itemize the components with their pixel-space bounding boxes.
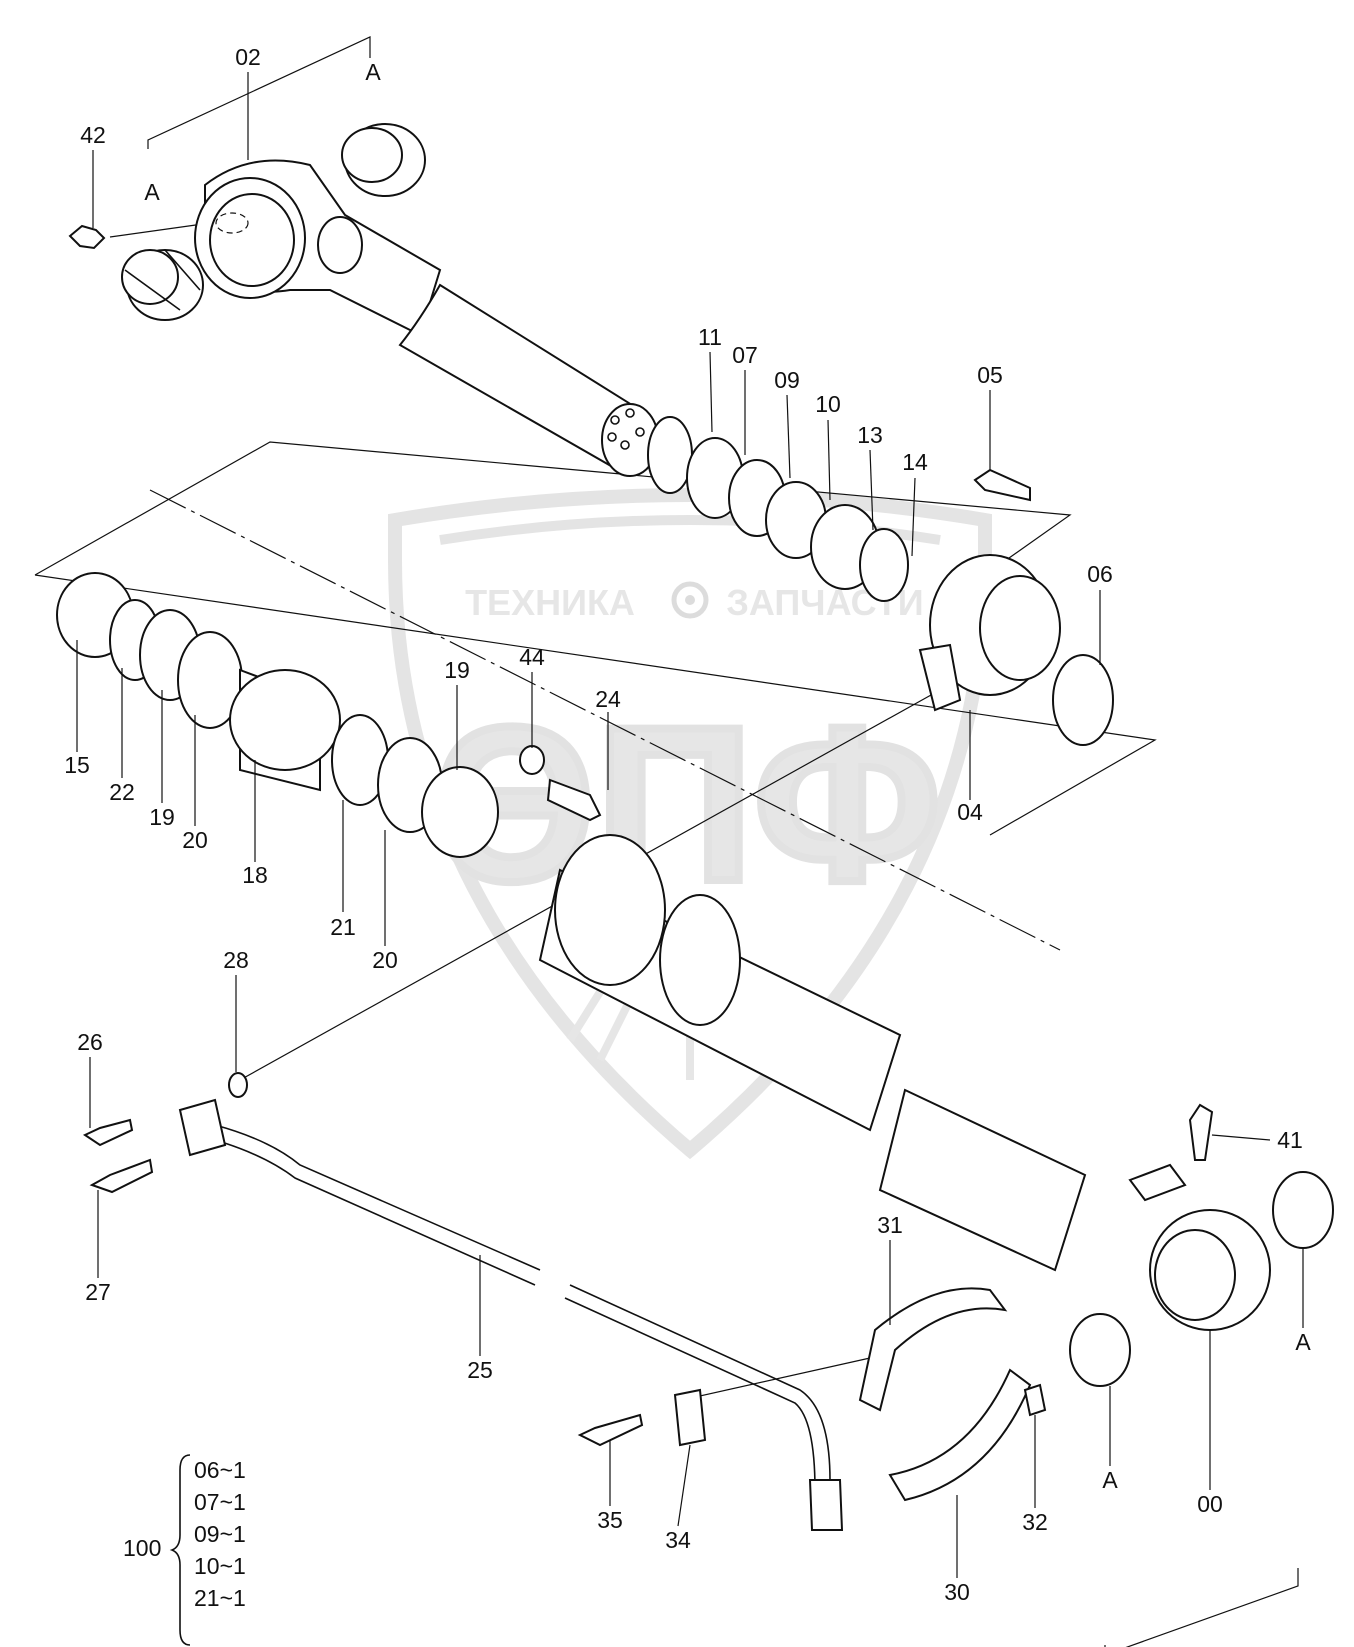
bolt-part: [546, 778, 602, 822]
o-ring-part: [1052, 654, 1114, 746]
cylinder-head-part: [918, 554, 1061, 712]
label-28: 28: [223, 947, 249, 973]
kit-number: 100: [123, 1535, 161, 1561]
label-24: 24: [595, 686, 621, 712]
label-15: 15: [64, 752, 90, 778]
label-25: 25: [467, 1357, 493, 1383]
label-19-lower: 19: [149, 804, 175, 830]
label-11: 11: [698, 324, 722, 350]
label-30: 30: [944, 1579, 970, 1605]
label-04: 04: [957, 799, 983, 825]
bushing-part: [1069, 1171, 1334, 1387]
label-31: 31: [877, 1212, 903, 1238]
label-A-bottom-right: A: [1295, 1329, 1311, 1355]
label-42: 42: [80, 122, 106, 148]
piston-group: [56, 572, 499, 858]
watermark-gear-icon: [671, 581, 709, 619]
bushing-part: [121, 249, 204, 321]
grease-nipple-part: [68, 224, 106, 250]
kit-item: 09~1: [194, 1521, 246, 1547]
label-A-top-left: A: [144, 179, 160, 205]
watermark-brand-text: ЭПФ: [439, 681, 941, 927]
label-13: 13: [857, 422, 883, 448]
cylinder-tube-part: [538, 834, 1271, 1331]
label-41: 41: [1277, 1127, 1303, 1153]
label-19-upper: 19: [444, 657, 470, 683]
label-10: 10: [815, 391, 841, 417]
label-06: 06: [1087, 561, 1113, 587]
washer-part: [519, 745, 545, 775]
label-21: 21: [330, 914, 356, 940]
label-35: 35: [597, 1507, 623, 1533]
kit-item: 06~1: [194, 1457, 246, 1483]
label-20-right: 20: [372, 947, 398, 973]
bolt-part: [82, 1118, 134, 1147]
label-20-left: 20: [182, 827, 208, 853]
part-number-labels: 02 A A 42 11 07 09 10 13 14 05 06 04 19 …: [64, 44, 1311, 1605]
label-leaders: [76, 72, 1304, 1578]
label-26: 26: [77, 1029, 103, 1055]
label-22: 22: [109, 779, 135, 805]
kit-item: 10~1: [194, 1553, 246, 1579]
bolt-part: [89, 1158, 154, 1194]
label-44: 44: [519, 644, 545, 670]
piston-rod-part: [398, 283, 659, 477]
bolt-part: [973, 468, 1031, 502]
kit-legend: 100 06~1 07~1 09~1 10~1 21~1: [123, 1454, 246, 1646]
clamp-part: [577, 1287, 1047, 1502]
seal-ring-part: [647, 416, 909, 602]
label-14: 14: [902, 449, 928, 475]
rod-eye-part: [194, 159, 442, 337]
label-32: 32: [1022, 1509, 1048, 1535]
label-05: 05: [977, 362, 1003, 388]
bushing-part: [341, 123, 426, 197]
label-A-top-right: A: [365, 59, 381, 85]
label-00: 00: [1197, 1491, 1223, 1517]
grease-fitting-part: [1188, 1103, 1214, 1161]
label-09: 09: [774, 367, 800, 393]
label-34: 34: [665, 1527, 691, 1553]
watermark-left-text: ТЕХНИКА: [465, 582, 635, 623]
o-ring-part: [228, 1072, 248, 1098]
kit-item: 21~1: [194, 1585, 246, 1611]
pipe-part: [178, 1098, 844, 1531]
watermark: ТЕХНИКА ЗАПЧАСТИ ЭПФ: [388, 488, 992, 1160]
label-07: 07: [732, 342, 758, 368]
label-27: 27: [85, 1279, 111, 1305]
label-A-bottom-left: A: [1102, 1467, 1118, 1493]
label-02: 02: [235, 44, 261, 70]
kit-item: 07~1: [194, 1489, 246, 1515]
label-18: 18: [242, 862, 268, 888]
